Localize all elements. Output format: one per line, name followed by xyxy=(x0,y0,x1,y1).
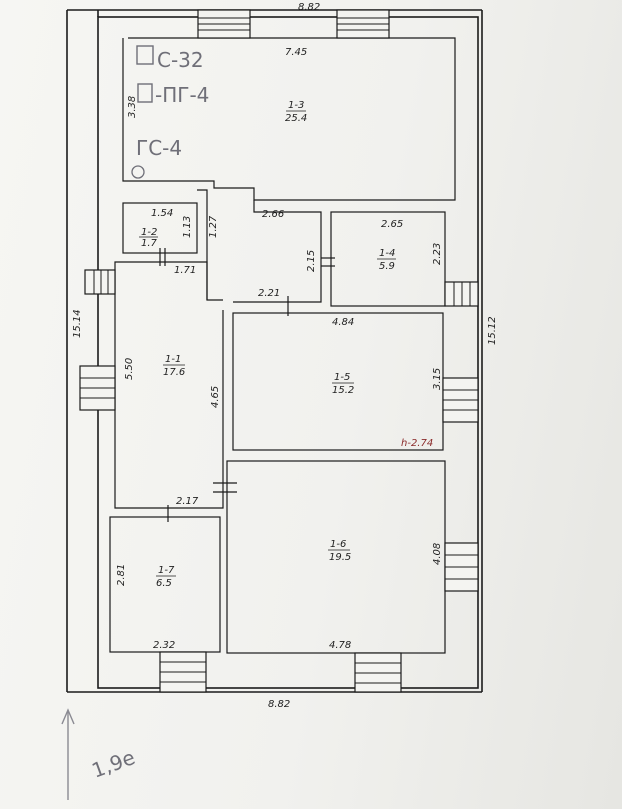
window-right-2 xyxy=(442,377,479,423)
room-area: 1.7 xyxy=(141,238,158,249)
dim-room16-w: 4.78 xyxy=(329,640,351,651)
dim-corr-h2: 4.65 xyxy=(210,386,221,408)
room-id: 1-1 xyxy=(165,354,181,365)
handwritten-notes: С-32 -ПГ-4 ГС-4 xyxy=(131,45,209,179)
room-id: 1-3 xyxy=(288,100,304,111)
dim-room13-h: 3.38 xyxy=(127,96,138,118)
room-label-1-1: 1-1 17.6 xyxy=(163,354,185,378)
pencil-circle-icon xyxy=(131,165,145,179)
room-id: 1-4 xyxy=(379,248,395,259)
dim-top: 8.82 xyxy=(298,2,320,13)
room-area: 5.9 xyxy=(379,261,395,272)
room-area: 25.4 xyxy=(285,113,307,124)
north-arrow-icon xyxy=(61,708,75,800)
dim-room14-w: 2.65 xyxy=(381,219,403,230)
room-id: 1-6 xyxy=(330,539,346,550)
room-area: 19.5 xyxy=(329,552,351,563)
room-area: 15.2 xyxy=(332,385,354,396)
window-right-1 xyxy=(444,281,479,307)
corridor-wall xyxy=(197,189,223,301)
room-label-1-3: 1-3 25.4 xyxy=(285,100,307,124)
dim-room14-h: 2.23 xyxy=(432,243,443,265)
dim-room12-w: 1.54 xyxy=(151,208,173,219)
room-1-1-top xyxy=(123,261,208,300)
dim-corr-h: 2.15 xyxy=(306,250,317,272)
pencil-box-icon xyxy=(136,45,154,65)
hand-note-bottom: 1,9e xyxy=(89,745,139,783)
dim-right: 15.12 xyxy=(487,316,498,345)
dim-room11-h: 5.50 xyxy=(124,358,135,380)
room-1-1-wall xyxy=(114,261,224,509)
pencil-box-icon xyxy=(137,83,153,103)
hand-note-line3: ГС-4 xyxy=(136,136,182,160)
dim-corr-w: 1.27 xyxy=(208,215,219,238)
room-area: 17.6 xyxy=(163,367,185,378)
dim-room15-h: 3.15 xyxy=(432,368,443,390)
corridor-wall-2 xyxy=(233,200,322,303)
height-note: h-2.74 xyxy=(401,438,433,449)
dim-room12-h: 1.13 xyxy=(182,216,193,238)
room-label-1-4: 1-4 5.9 xyxy=(377,248,396,272)
hand-note-line2: -ПГ-4 xyxy=(155,83,209,107)
room-area: 6.5 xyxy=(156,578,172,589)
dim-corr-w3: 2.21 xyxy=(258,288,280,299)
room-label-1-6: 1-6 19.5 xyxy=(328,539,351,563)
outer-wall-inner xyxy=(97,16,479,689)
room-1-3-wall xyxy=(122,37,456,201)
window-left-1 xyxy=(84,269,116,295)
dim-room15-w: 4.84 xyxy=(332,317,354,328)
dim-room17-w: 2.32 xyxy=(153,640,175,651)
dim-room16-h: 4.08 xyxy=(432,543,443,565)
room-id: 1-2 xyxy=(141,227,157,238)
dim-room17-top: 2.17 xyxy=(176,496,199,507)
window-left-2 xyxy=(79,365,116,411)
dim-left: 15.14 xyxy=(72,309,83,338)
window-bottom-1 xyxy=(159,651,207,693)
room-label-1-7: 1-7 6.5 xyxy=(156,565,176,589)
dim-room12-w2: 1.71 xyxy=(174,265,196,276)
room-label-1-5: 1-5 15.2 xyxy=(332,372,354,396)
room-id: 1-7 xyxy=(158,565,175,576)
room-label-1-2: 1-2 1.7 xyxy=(139,227,158,249)
room-1-4-wall xyxy=(330,211,446,307)
dim-bottom: 8.82 xyxy=(268,699,290,710)
dim-room17-h: 2.81 xyxy=(116,564,127,586)
window-top-1 xyxy=(197,9,251,39)
dim-corr-w2: 2.66 xyxy=(262,209,284,220)
hand-note-line1: С-32 xyxy=(157,48,204,72)
window-top-2 xyxy=(336,9,390,39)
dim-room13-w: 7.45 xyxy=(285,47,307,58)
window-bottom-2 xyxy=(354,652,402,693)
room-id: 1-5 xyxy=(334,372,350,383)
window-right-3 xyxy=(444,542,479,592)
